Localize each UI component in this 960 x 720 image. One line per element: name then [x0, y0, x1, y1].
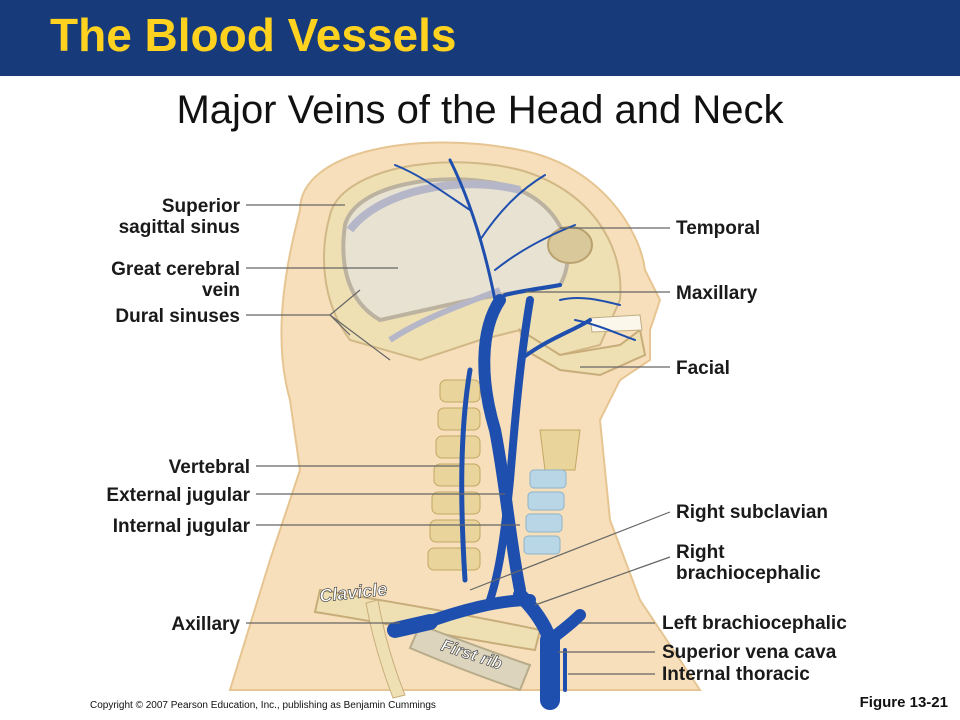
- label-superior-vena-cava: Superior vena cava: [662, 642, 837, 663]
- label-great-cerebral-vein-text: Great cerebral vein: [111, 259, 240, 301]
- internal-jugular-vessel: [478, 294, 526, 596]
- cranial-cavity: [341, 177, 570, 323]
- teeth: [589, 314, 643, 333]
- label-vertebral: Vertebral: [168, 457, 250, 478]
- label-right-brachiocephalic: Right brachiocephalic: [676, 542, 821, 584]
- copyright-notice: Copyright © 2007 Pearson Education, Inc.…: [90, 700, 436, 711]
- vein-network: [394, 158, 636, 710]
- label-right-brachiocephalic-text: Right brachiocephalic: [676, 542, 821, 584]
- figure-number: Figure 13-21: [859, 694, 948, 711]
- label-dural-sinuses: Dural sinuses: [115, 306, 240, 327]
- vertebral-vessel: [459, 367, 473, 583]
- label-superior-sagittal-sinus-text: Superior sagittal sinus: [118, 196, 240, 238]
- mandible: [518, 327, 647, 377]
- maxillary-vessel: [503, 283, 562, 297]
- label-great-cerebral-vein: Great cerebral vein: [111, 259, 240, 301]
- transverse-sinus-vessel: [388, 287, 502, 343]
- first-rib-bone: [408, 623, 532, 692]
- label-axillary: Axillary: [171, 614, 240, 635]
- label-external-jugular: External jugular: [106, 485, 250, 506]
- label-left-brachiocephalic: Left brachiocephalic: [662, 613, 847, 634]
- label-internal-jugular: Internal jugular: [112, 516, 250, 537]
- label-facial: Facial: [676, 358, 730, 379]
- temporal-vessel: [448, 158, 497, 302]
- axillary-vessel: [387, 614, 438, 638]
- label-maxillary: Maxillary: [676, 283, 758, 304]
- slide-subtitle: Major Veins of the Head and Neck: [176, 88, 784, 132]
- cervical-vertebrae: [427, 379, 481, 571]
- orbit: [547, 226, 593, 264]
- slide-title: The Blood Vessels: [50, 9, 457, 61]
- label-temporal: Temporal: [676, 218, 761, 239]
- label-internal-thoracic: Internal thoracic: [662, 664, 810, 685]
- external-jugular-vessel: [486, 296, 534, 604]
- label-superior-sagittal-sinus: Superior sagittal sinus: [119, 196, 240, 238]
- sagittal-sinus-vessel: [346, 180, 521, 233]
- label-right-subclavian: Right subclavian: [676, 502, 829, 523]
- title-bar: The Blood Vessels: [0, 0, 960, 76]
- leader-lines: [246, 204, 671, 675]
- humerus-stub: [365, 599, 406, 699]
- trachea: [523, 429, 581, 555]
